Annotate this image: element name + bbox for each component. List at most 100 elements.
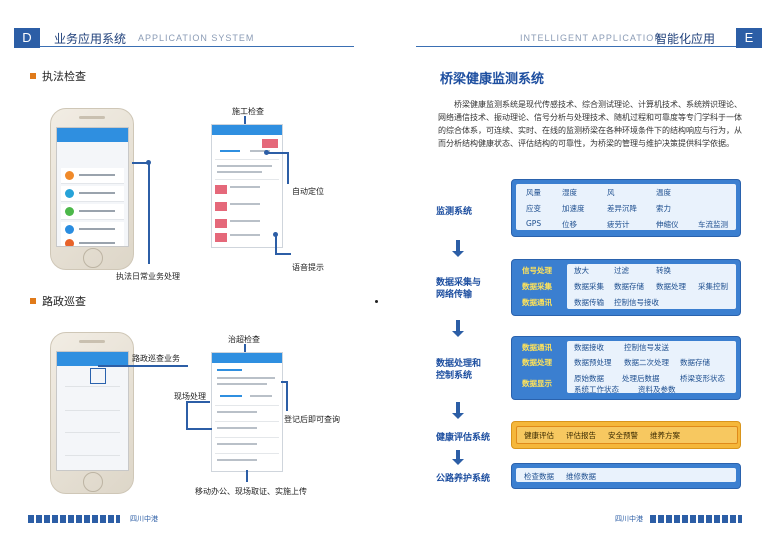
- sensor-item: GPS: [526, 219, 542, 228]
- sensor-item: 湿度: [562, 188, 577, 197]
- caption-patrol-business: 路政巡查业务: [132, 354, 180, 363]
- process-item: 处理后数据: [622, 374, 660, 383]
- block-evaluation: 健康评估 评估报告 安全预警 维养方案: [511, 421, 741, 449]
- section-square-icon: [30, 298, 36, 304]
- page-title: 桥梁健康监测系统: [440, 72, 545, 87]
- connector: [148, 162, 150, 264]
- section-heading-patrol: 路政巡查: [30, 293, 86, 309]
- footer-stripe-left: [28, 515, 120, 523]
- block-acquisition: 信号处理 数据采集 数据通讯 放大 过滤 转换 数据采集 数据存储 数据处理 采…: [511, 259, 741, 316]
- app-title-bar: [212, 353, 282, 363]
- connector: [186, 401, 188, 429]
- process-item: 数据传输: [574, 298, 604, 307]
- process-item: 原始数据: [574, 374, 604, 383]
- flow-arrow: [452, 240, 464, 257]
- connector: [246, 470, 248, 482]
- app-title-bar: [212, 125, 282, 135]
- screenshot-construction-check: [211, 124, 283, 248]
- stage-label-processing-2: 控制系统: [436, 371, 473, 381]
- block-maintenance: 检查数据 维修数据: [511, 463, 741, 489]
- chapter-subtitle-left: APPLICATION SYSTEM: [138, 33, 255, 43]
- sensor-item: 加速度: [562, 204, 585, 213]
- phone-speaker: [79, 340, 105, 343]
- sensor-item: 索力: [656, 204, 671, 213]
- process-item: 资料及参数: [638, 385, 676, 394]
- chapter-title-right: 智能化应用: [655, 32, 716, 46]
- process-item: 控制信号发送: [624, 343, 669, 352]
- process-item: 数据接收: [574, 343, 604, 352]
- phone-speaker: [79, 116, 105, 119]
- block-inner: [567, 341, 736, 393]
- stage-label-maintenance: 公路养护系统: [436, 474, 491, 484]
- evaluation-item: 维养方案: [650, 431, 680, 440]
- flow-arrow: [452, 450, 464, 465]
- block-inner: [516, 468, 736, 482]
- caption-query-after-register: 登记后即可查询: [284, 415, 340, 424]
- sensor-item: 伸缩仪: [656, 220, 679, 229]
- section-square-icon: [30, 73, 36, 79]
- home-button: [83, 472, 103, 492]
- process-item: 数据存储: [680, 358, 710, 367]
- caption-mobile-office: 移动办公、现场取证、实施上传: [195, 487, 307, 496]
- gutter-dot: [375, 300, 378, 303]
- chapter-marker-right: E: [736, 28, 762, 48]
- app-title-bar: [57, 128, 128, 142]
- process-item: 数据处理: [656, 282, 686, 291]
- process-item: 数据存储: [614, 282, 644, 291]
- footer-brand-left: 四川中港: [130, 515, 158, 523]
- caption-daily-enforcement: 执法日常业务处理: [116, 272, 180, 281]
- row-label: 数据通讯: [522, 343, 552, 352]
- caption-overload-check: 治超检查: [228, 335, 260, 344]
- chapter-subtitle-right: INTELLIGENT APPLICATION: [520, 33, 662, 43]
- stage-label-acquisition-2: 网络传输: [436, 290, 473, 300]
- row-label: 数据显示: [522, 379, 552, 388]
- evaluation-item: 安全预警: [608, 431, 638, 440]
- phone-mockup-patrol: [50, 332, 134, 494]
- sensor-item: 疲劳计: [607, 220, 630, 229]
- block-inner: [516, 426, 738, 444]
- connector: [186, 401, 210, 403]
- phone-screen: [56, 351, 129, 471]
- connector: [275, 253, 291, 255]
- header-rule-left: [24, 46, 354, 47]
- connector: [287, 152, 289, 184]
- home-button: [83, 248, 103, 268]
- block-processing: 数据通讯 数据处理 数据显示 数据接收 控制信号发送 数据预处理 数据二次处理 …: [511, 336, 741, 400]
- section-heading-text: 执法检查: [42, 70, 86, 83]
- stage-label-processing: 数据处理和: [436, 359, 482, 369]
- caption-auto-locate: 自动定位: [292, 187, 324, 196]
- section-heading-enforcement: 执法检查: [30, 68, 86, 84]
- process-item: 转换: [656, 266, 671, 275]
- sensor-item: 温度: [656, 188, 671, 197]
- footer-stripe-right: [650, 515, 742, 523]
- menu-item[interactable]: [61, 204, 124, 220]
- process-item: 桥梁变形状态: [680, 374, 725, 383]
- process-item: 数据二次处理: [624, 358, 669, 367]
- sensor-item: 差异沉降: [607, 204, 637, 213]
- chapter-marker-left: D: [14, 28, 40, 48]
- header-rule-right: [416, 46, 746, 47]
- status-tag: [262, 139, 278, 148]
- selected-tile[interactable]: [90, 368, 106, 384]
- connector: [281, 381, 287, 383]
- evaluation-item: 健康评估: [524, 431, 554, 440]
- block-monitoring: 风量 湿度 风 温度 应变 加速度 差异沉降 索力 GPS 位移 疲劳计 伸缩仪…: [511, 179, 741, 237]
- menu-item[interactable]: [61, 168, 124, 184]
- maintenance-item: 维修数据: [566, 472, 596, 481]
- section-heading-text: 路政巡查: [42, 295, 86, 308]
- row-label: 数据采集: [522, 282, 552, 291]
- connector: [244, 116, 246, 124]
- process-item: 控制信号接收: [614, 298, 659, 307]
- row-label: 数据通讯: [522, 298, 552, 307]
- connector: [275, 234, 277, 254]
- process-item: 过滤: [614, 266, 629, 275]
- row-label: 数据处理: [522, 358, 552, 367]
- menu-item[interactable]: [61, 186, 124, 202]
- intro-paragraph: 桥梁健康监测系统是现代传感技术、综合测试理论、计算机技术、系统辨识理论、网络通信…: [438, 100, 742, 148]
- chapter-title-left: 业务应用系统: [54, 32, 127, 46]
- block-inner: [516, 184, 736, 230]
- block-inner: [567, 264, 736, 309]
- evaluation-item: 评估报告: [566, 431, 596, 440]
- maintenance-item: 检查数据: [524, 472, 554, 481]
- menu-item[interactable]: [61, 236, 124, 246]
